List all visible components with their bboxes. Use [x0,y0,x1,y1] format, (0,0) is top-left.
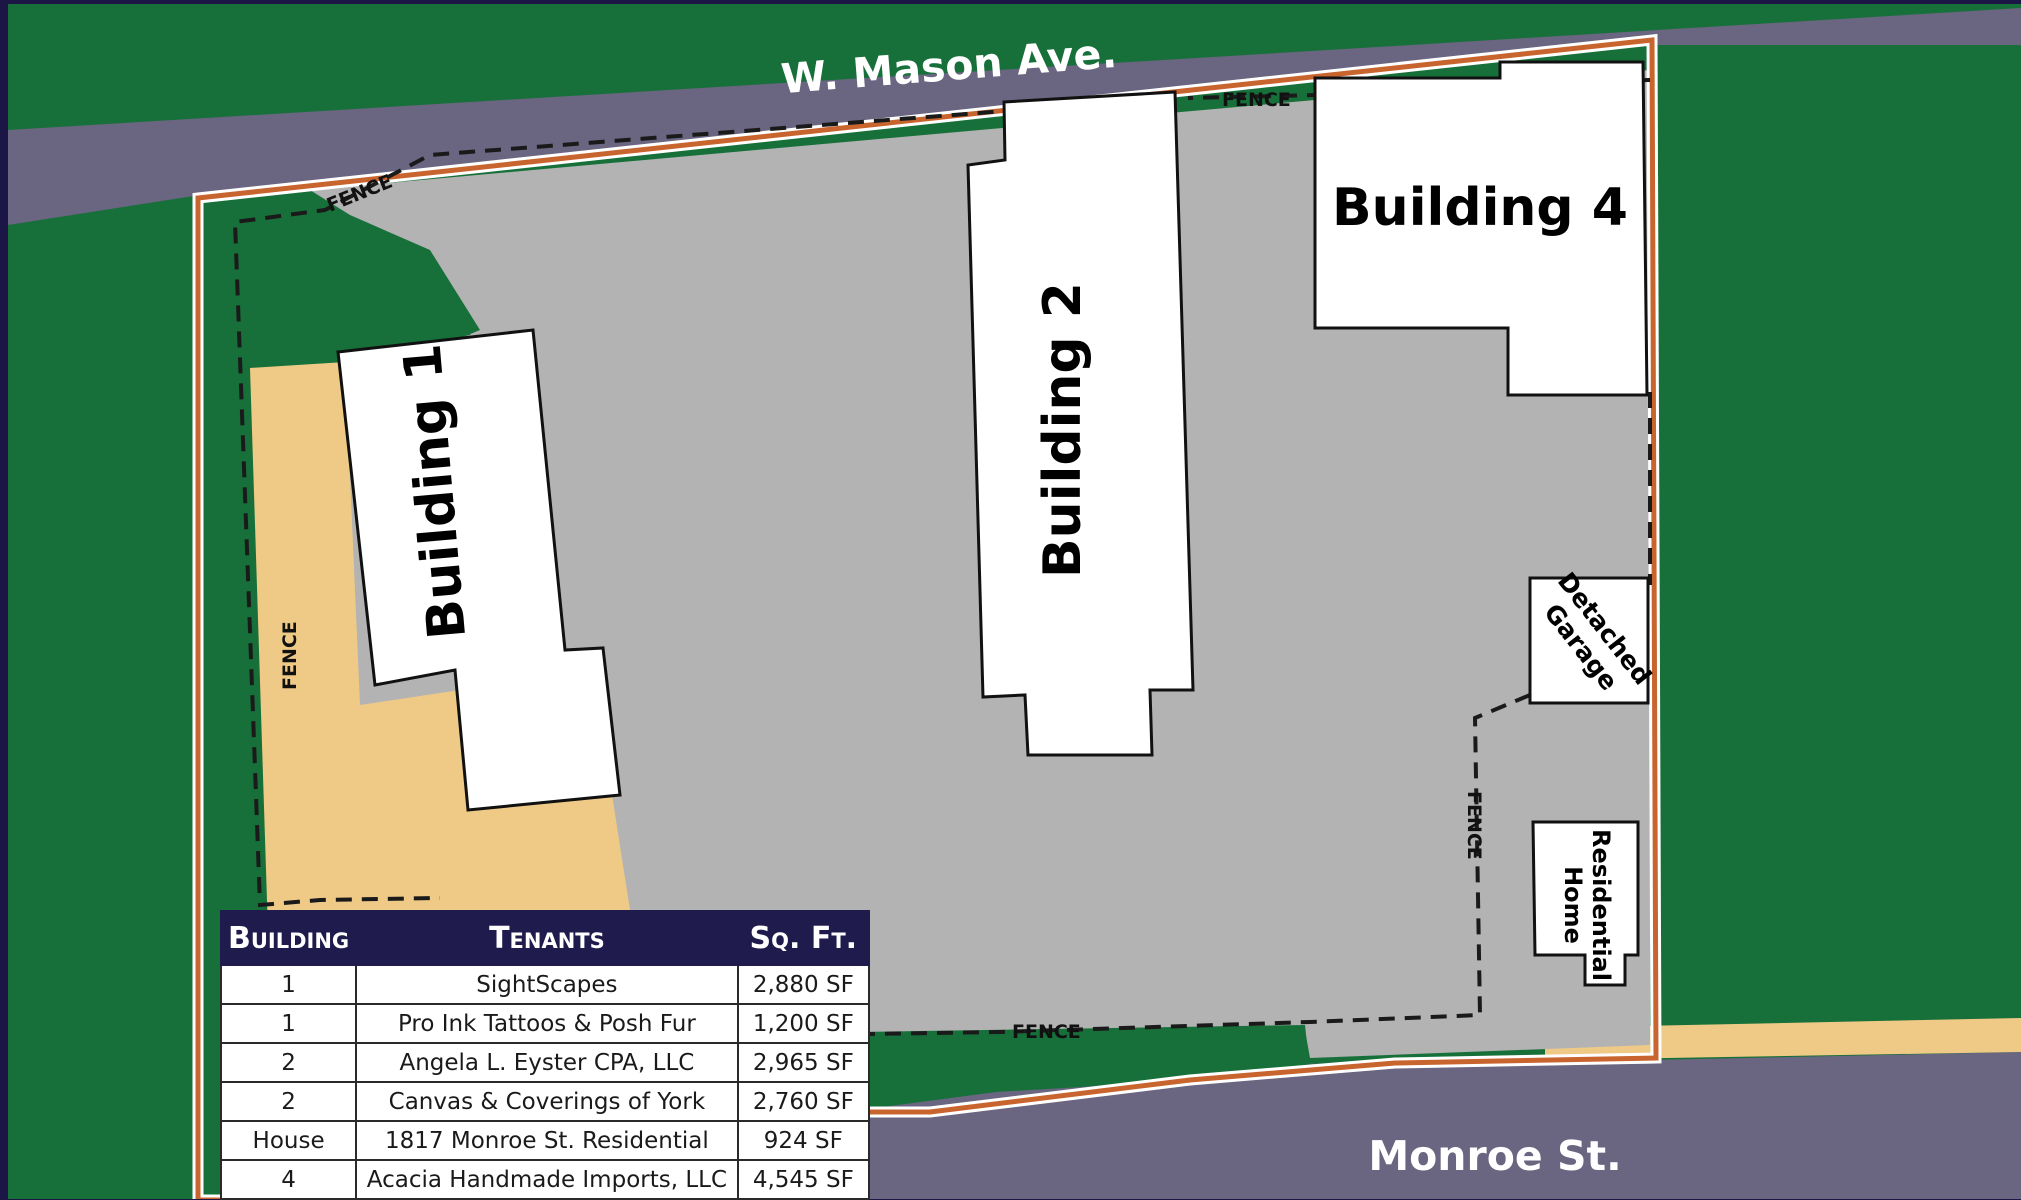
table-row: 1 SightScapes 2,880 SF [219,964,871,1005]
header-building: Building [219,910,358,966]
table-row: 4 Acacia Handmade Imports, LLC 4,545 SF [219,1159,871,1200]
road-label-monroe-st: Monroe St. [1368,1132,1621,1180]
cell-building: House [219,1120,358,1161]
residential-home-label-group: Residential Home [1559,829,1615,981]
cell-tenant: Acacia Handmade Imports, LLC [355,1159,739,1200]
fence-label-north: FENCE [1222,89,1291,111]
header-tenants: Tenants [355,910,739,966]
grass-corner-nw [225,195,472,370]
building-4-label: Building 4 [1332,178,1628,238]
residential-home-label-line1: Residential [1587,829,1615,981]
residential-home-label-line2: Home [1559,866,1587,944]
cell-building: 2 [219,1042,358,1083]
building-2 [966,90,1195,757]
table-row: House 1817 Monroe St. Residential 924 SF [219,1120,871,1161]
table-row: 2 Angela L. Eyster CPA, LLC 2,965 SF [219,1042,871,1083]
table-row: 1 Pro Ink Tattoos & Posh Fur 1,200 SF [219,1003,871,1044]
cell-sq-ft: 2,880 SF [736,964,871,1005]
road-w-mason-ave [8,8,2021,225]
tenant-table-header: Building Tenants Sq. Ft. [219,910,871,966]
fence-label-east: FENCE [1463,791,1485,860]
cell-sq-ft: 1,200 SF [736,1003,871,1044]
tenant-table: Building Tenants Sq. Ft. 1 SightScapes 2… [219,910,871,1200]
cell-sq-ft: 2,760 SF [736,1081,871,1122]
cell-sq-ft: 4,545 SF [736,1159,871,1200]
grass-strip-south [860,1025,1310,1100]
sidewalk-strip [1545,1018,2021,1060]
building-4 [1313,60,1649,397]
property-boundary [195,37,1659,1199]
sand-yard [250,362,630,995]
cell-building: 2 [219,1081,358,1122]
parking-lot [300,70,1650,1058]
cell-sq-ft: 2,965 SF [736,1042,871,1083]
cell-tenant: Canvas & Coverings of York [355,1081,739,1122]
building-1 [336,328,622,812]
table-row: 2 Canvas & Coverings of York 2,760 SF [219,1081,871,1122]
building-2-label: Building 2 [1033,282,1093,578]
fence-label-west: FENCE [279,621,301,690]
fence-label-south: FENCE [1012,1021,1081,1043]
cell-tenant: 1817 Monroe St. Residential [355,1120,739,1161]
residential-home [1531,820,1640,987]
cell-tenant: SightScapes [355,964,739,1005]
cell-tenant: Angela L. Eyster CPA, LLC [355,1042,739,1083]
header-sq-ft: Sq. Ft. [736,910,871,966]
cell-building: 1 [219,964,358,1005]
cell-building: 1 [219,1003,358,1044]
cell-building: 4 [219,1159,358,1200]
cell-sq-ft: 924 SF [736,1120,871,1161]
detached-garage [1528,576,1650,705]
cell-tenant: Pro Ink Tattoos & Posh Fur [355,1003,739,1044]
